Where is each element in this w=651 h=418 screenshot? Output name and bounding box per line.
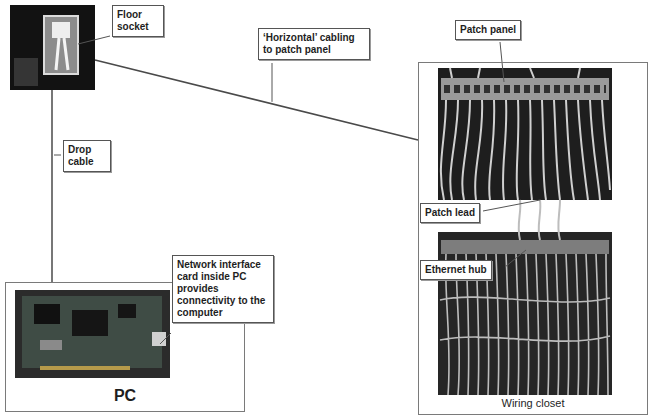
leader-line <box>78 36 110 44</box>
floor-socket-frame: Floor socket <box>10 5 95 90</box>
cable-line <box>95 60 418 140</box>
patch-panel-photo <box>438 68 612 200</box>
hub-photo <box>438 232 612 395</box>
card-chip <box>34 304 60 324</box>
leader-line <box>54 155 61 156</box>
socket-photo <box>10 5 95 90</box>
card-board <box>22 296 162 368</box>
box-caption: PC <box>6 386 244 405</box>
floor-texture <box>14 58 38 86</box>
patch-cables <box>441 68 610 200</box>
leader-line <box>505 250 526 267</box>
card-photo <box>15 290 170 378</box>
part-label: Patch lead <box>420 203 480 223</box>
card-chip <box>72 310 108 336</box>
card-edge-connector <box>40 366 130 370</box>
wiring-closet-box: Wiring closet <box>418 62 648 415</box>
cable-label: ‘Horizontal’ cabling to patch panel <box>258 28 370 60</box>
part-label: Patch panel <box>455 20 521 40</box>
leader-line <box>160 333 171 344</box>
socket-plate <box>44 16 78 74</box>
part-label: Ethernet hub <box>420 260 492 280</box>
leader-line <box>483 200 540 211</box>
card-part <box>40 340 62 350</box>
callout-label: Floor socket <box>112 5 164 37</box>
socket-lead <box>56 38 68 70</box>
patch-panel-strip <box>441 78 609 100</box>
cable-label: Drop cable <box>63 140 111 172</box>
callout-note: Network interface card inside PC provide… <box>172 255 274 323</box>
socket-jack <box>52 22 70 38</box>
card-chip <box>118 304 136 318</box>
hub-front <box>441 240 609 254</box>
leader-line <box>272 63 273 102</box>
card-socket <box>152 332 166 346</box>
cable-line <box>51 90 53 282</box>
box-caption: Wiring closet <box>419 397 647 410</box>
patch-ports <box>444 85 606 93</box>
patch-leads <box>519 200 560 240</box>
